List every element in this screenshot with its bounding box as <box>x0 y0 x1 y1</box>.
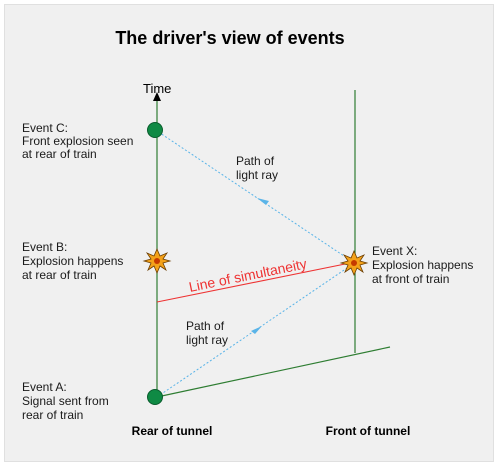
explosion-b-icon <box>142 247 172 275</box>
tunnel-line <box>156 346 391 398</box>
event-b-label-1: Event B: <box>22 240 67 254</box>
event-c-label-1: Event C: <box>22 121 68 135</box>
event-x-label-2: Explosion happens <box>372 258 473 272</box>
light-ray-upper <box>156 130 354 263</box>
ray-lower-label-1: Path of <box>186 319 225 333</box>
rear-tunnel-label: Rear of tunnel <box>132 424 213 438</box>
event-c-dot <box>147 122 163 138</box>
ray-upper-label-1: Path of <box>236 154 275 168</box>
event-x-label-1: Event X: <box>372 244 417 258</box>
event-b-label-2: Explosion happens <box>22 254 123 268</box>
ray-lower-label-2: light ray <box>186 333 228 347</box>
ray-upper-label-2: light ray <box>236 168 278 182</box>
event-b-label-3: at rear of train <box>22 268 97 282</box>
event-c-label-3: at rear of train <box>22 147 97 161</box>
event-x-label-3: at front of train <box>372 272 449 286</box>
light-ray-lower <box>156 263 354 398</box>
ray-arrow-lower-icon <box>251 326 262 334</box>
front-tunnel-label: Front of tunnel <box>326 424 411 438</box>
event-a-dot <box>147 389 163 405</box>
event-c-label-2: Front explosion seen <box>22 134 133 148</box>
diagram-panel <box>4 4 494 462</box>
time-axis-label: Time <box>143 81 171 96</box>
event-a-label-3: rear of train <box>22 408 83 422</box>
event-a-label-2: Signal sent from <box>22 394 109 408</box>
time-arrow-icon <box>153 92 161 101</box>
event-a-label-1: Event A: <box>22 380 67 394</box>
diagram-title: The driver's view of events <box>115 28 344 48</box>
simultaneity-line <box>156 261 356 303</box>
explosion-x-icon <box>339 249 369 277</box>
ray-arrow-upper-icon <box>257 198 269 205</box>
